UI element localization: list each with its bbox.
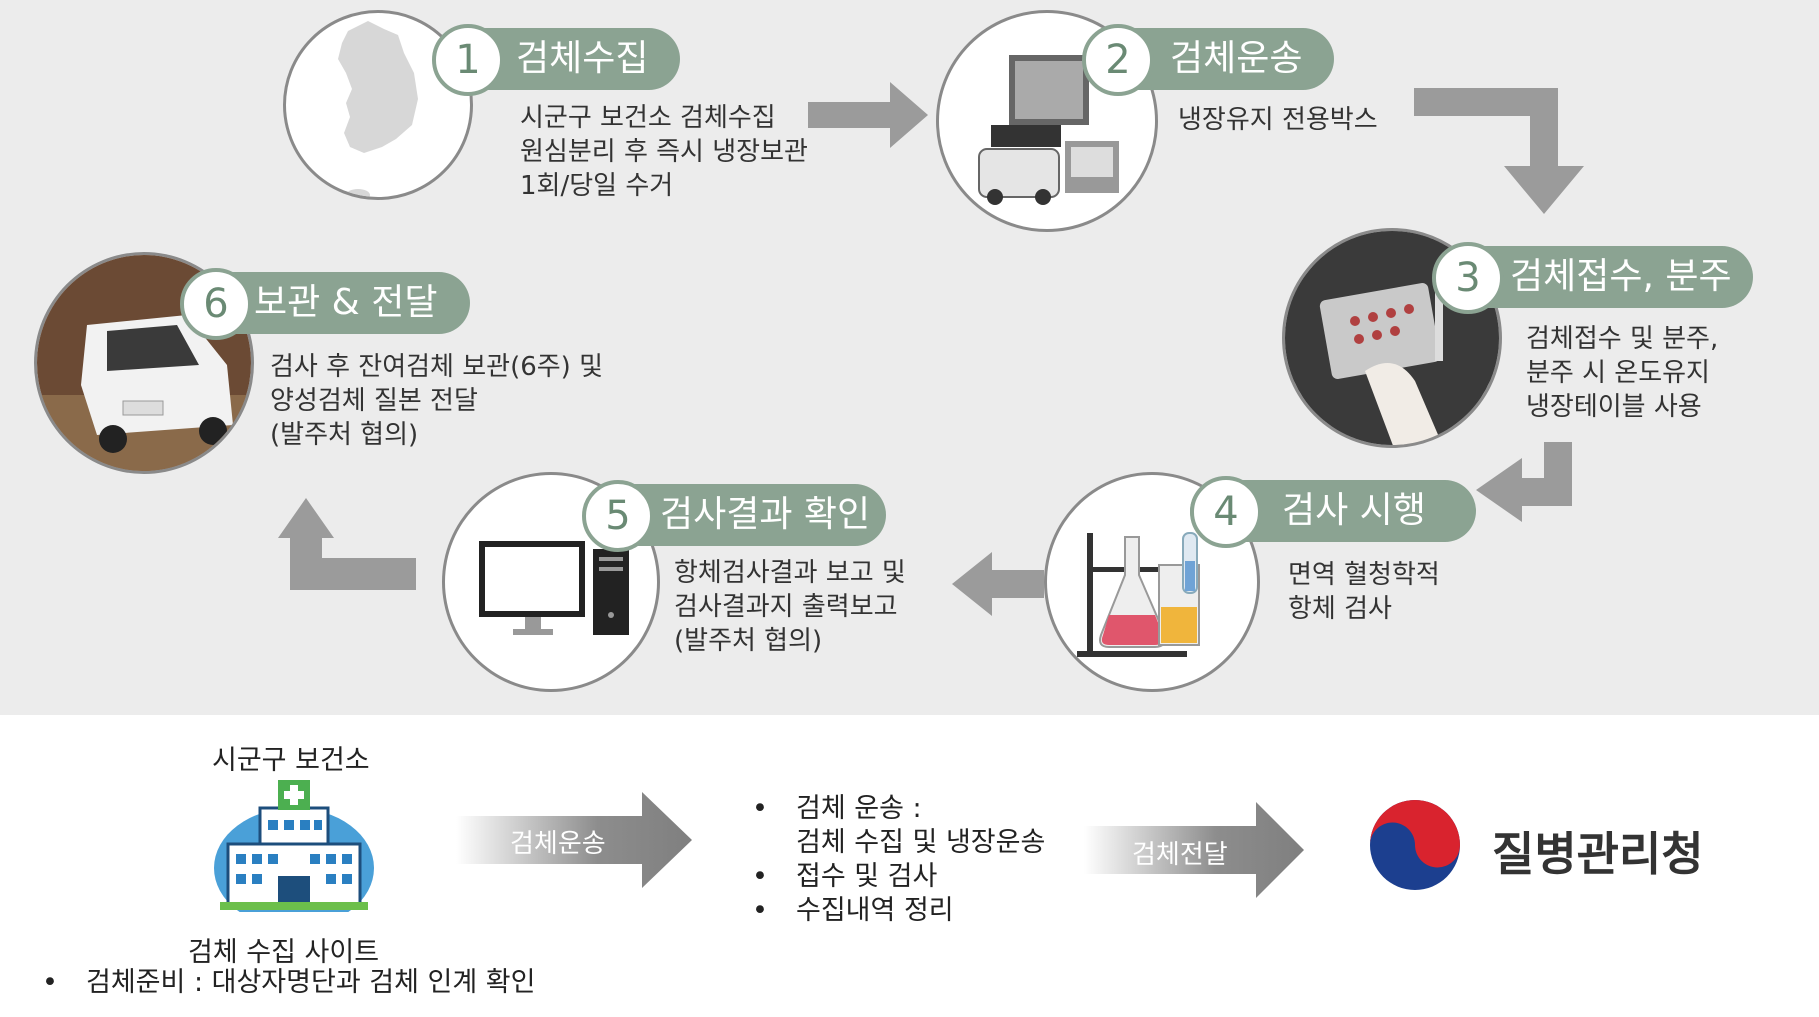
cold-box-truck-icon (978, 55, 1119, 205)
site-bullet-text: 검체준비 : 대상자명단과 검체 인계 확인 (86, 967, 536, 998)
arrow-elbow-up-icon (278, 498, 416, 590)
step1-description: 시군구 보건소 검체수집 원심분리 후 즉시 냉장보관 1회/당일 수거 (520, 101, 808, 203)
arrow-right-icon (808, 82, 928, 148)
bullet-dot: • (752, 793, 768, 824)
step2-number: 2 (1082, 24, 1154, 96)
agency-logo-icon (1370, 800, 1460, 890)
step6-title: 보관 & 전달 (254, 282, 438, 323)
step4-number: 4 (1190, 476, 1262, 548)
step6-line: 양성검체 질본 전달 (270, 386, 478, 416)
site-title: 시군구 보건소 (212, 745, 370, 776)
agency-name: 질병관리청 (1492, 827, 1704, 881)
site-label: 검체 수집 사이트 (188, 937, 380, 968)
step1-line: 시군구 보건소 검체수집 (520, 103, 776, 133)
step3-number: 3 (1432, 242, 1504, 314)
middle-bullets: • 검체 운송 : 검체 수집 및 냉장운송 • 접수 및 검사 • 수집내역 정리 (750, 792, 1045, 928)
step6-line: (발주처 협의) (270, 420, 419, 450)
step6-number: 6 (180, 268, 252, 340)
step3-line: 냉장테이블 사용 (1526, 392, 1702, 422)
step1-title: 검체수집 (516, 38, 649, 79)
step2-circle (936, 10, 1158, 232)
step2-title: 검체운송 (1170, 38, 1303, 79)
step6-line: 검사 후 잔여검체 보관(6주) 및 (270, 352, 604, 382)
site-bullet: • 검체준비 : 대상자명단과 검체 인계 확인 (40, 966, 535, 1000)
step5-line: 검사결과지 출력보고 (674, 592, 898, 622)
arrow-elbow-left-icon (1476, 442, 1572, 522)
step5-line: 항체검사결과 보고 및 (674, 558, 906, 588)
step5-line: (발주처 협의) (674, 626, 823, 656)
step6-description: 검사 후 잔여검체 보관(6주) 및 양성검체 질본 전달 (발주처 협의) (270, 350, 603, 452)
step4-title: 검사 시행 (1282, 490, 1426, 531)
step1-line: 원심분리 후 즉시 냉장보관 (520, 137, 808, 167)
bullet-dot: • (752, 895, 768, 926)
step5-description: 항체검사결과 보고 및 검사결과지 출력보고 (발주처 협의) (674, 556, 906, 658)
step1-line: 1회/당일 수거 (520, 171, 674, 201)
middle-bullet-text: 검체 수집 및 냉장운송 (796, 827, 1046, 858)
delivery-arrow-icon (1084, 802, 1304, 898)
step5-title: 검사결과 확인 (660, 494, 871, 535)
step3-description: 검체접수 및 분주, 분주 시 온도유지 냉장테이블 사용 (1526, 322, 1718, 424)
step4-line: 면역 혈청학적 (1288, 560, 1440, 590)
transport-label: 검체운송 (510, 829, 606, 859)
step1-number: 1 (432, 24, 504, 96)
arrow-left-icon (952, 552, 1044, 616)
delivery-label: 검체전달 (1132, 840, 1228, 870)
step2-description: 냉장유지 전용박스 (1178, 103, 1378, 137)
step3-title: 검체접수, 분주 (1510, 256, 1732, 297)
step3-line: 검체접수 및 분주, (1526, 324, 1719, 354)
step5-number: 5 (582, 480, 654, 552)
middle-bullet-text: 접수 및 검사 (796, 861, 938, 892)
middle-bullet-text: 수집내역 정리 (796, 895, 954, 926)
hospital-icon (214, 780, 374, 912)
middle-bullet-text: 검체 운송 : (796, 793, 922, 824)
lab-flask-icon (1077, 532, 1200, 657)
step4-line: 항체 검사 (1288, 594, 1392, 624)
bullet-dot: • (42, 967, 58, 998)
transport-arrow-icon (456, 792, 692, 888)
step4-description: 면역 혈청학적 항체 검사 (1288, 558, 1440, 626)
arrow-elbow-down-icon (1414, 88, 1584, 214)
computer-icon (479, 541, 629, 635)
step2-line: 냉장유지 전용박스 (1178, 105, 1378, 135)
step3-line: 분주 시 온도유지 (1526, 358, 1710, 388)
bullet-dot: • (752, 861, 768, 892)
